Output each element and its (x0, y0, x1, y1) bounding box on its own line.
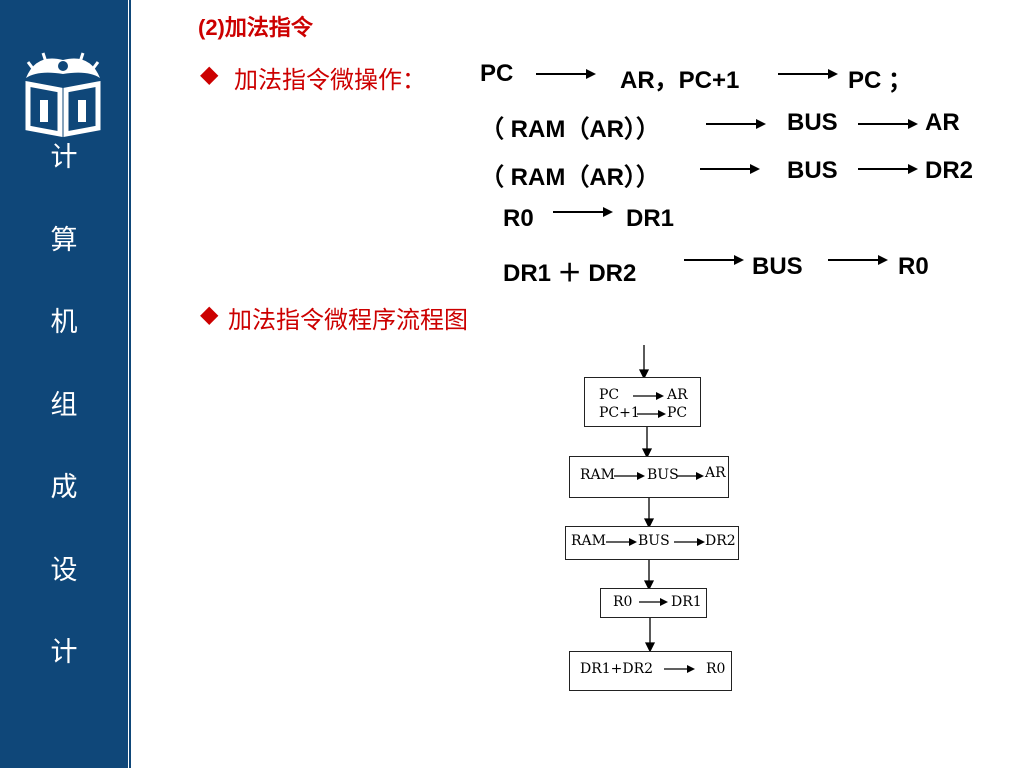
flow-text: AR (667, 387, 688, 403)
arrow-icon (700, 164, 760, 174)
flow-text: BUS (647, 467, 679, 483)
title-char: 设 (50, 554, 78, 586)
title-char: 机 (50, 307, 78, 338)
arrow-icon (858, 164, 918, 174)
flow-step-3: RAM BUS DR2 (565, 526, 739, 560)
flow-text: DR1 (671, 594, 702, 610)
flow-text: RAM (580, 467, 615, 483)
sidebar-divider (129, 0, 131, 768)
diamond-bullet-icon: ◆ (200, 301, 219, 328)
arrow-icon (639, 598, 668, 606)
flow-text: BUS (638, 533, 670, 549)
op-5-src: DR1 ＋ DR2 (503, 260, 637, 287)
arrow-icon (637, 410, 666, 418)
flow-text: R0 (706, 661, 726, 677)
op-1-dst: PC ； (848, 67, 913, 94)
op-2-dst: AR (925, 109, 960, 136)
arrow-icon (674, 538, 705, 546)
flow-text: AR (705, 465, 726, 481)
flow-text: DR2 (705, 533, 736, 549)
title-char: 计 (50, 142, 78, 173)
vertical-title: 计 算 机 组 成 设 计 (0, 140, 128, 718)
arrow-icon (614, 472, 645, 480)
title-char: 组 (50, 389, 78, 421)
flow-step-1: PC AR PC+1 PC (584, 377, 701, 427)
micro-ops-label: 加法指令微操作： (234, 67, 426, 94)
arrow-icon (706, 119, 766, 129)
op-4-src: R0 (503, 205, 534, 232)
op-5-dst: R0 (898, 253, 929, 280)
op-1-mid: AR，PC+1 (620, 67, 740, 94)
flow-text: PC (667, 405, 688, 421)
arrow-icon (553, 207, 613, 217)
arrow-icon (828, 255, 888, 265)
title-char: 算 (50, 224, 78, 256)
flow-step-5: DR1+DR2 R0 (569, 651, 732, 691)
section-heading: (2)加法指令 (198, 15, 313, 40)
op-2-src: （ RAM（AR）） (480, 116, 660, 143)
op-3-dst: DR2 (925, 157, 974, 184)
op-3-mid: BUS (787, 157, 838, 184)
arrow-icon (633, 392, 664, 400)
flow-text: PC+1 (599, 405, 640, 421)
arrow-icon (778, 69, 838, 79)
op-5-mid: BUS (752, 253, 803, 280)
flow-text: DR1+DR2 (580, 661, 654, 677)
flow-text: RAM (571, 533, 606, 549)
flow-text: PC (599, 387, 620, 403)
diamond-bullet-icon: ◆ (200, 61, 219, 88)
arrow-icon (677, 472, 704, 480)
flow-text: R0 (613, 594, 633, 610)
arrow-icon (858, 119, 918, 129)
flowchart-label: 加法指令微程序流程图 (228, 307, 468, 334)
sidebar: 计 算 机 组 成 设 计 (0, 0, 128, 768)
arrow-icon (664, 665, 695, 673)
title-char: 成 (50, 472, 78, 503)
flow-step-4: R0 DR1 (600, 588, 707, 618)
arrow-icon (536, 69, 596, 79)
flow-step-2: RAM BUS AR (569, 456, 729, 498)
op-4-dst: DR1 (626, 205, 675, 232)
op-3-src: （ RAM（AR）） (480, 164, 660, 191)
title-char: 计 (50, 637, 78, 668)
op-1-src: PC (480, 60, 514, 87)
arrow-icon (684, 255, 744, 265)
arrow-icon (606, 538, 637, 546)
op-2-mid: BUS (787, 109, 838, 136)
dragon-book-logo-icon (25, 52, 101, 138)
